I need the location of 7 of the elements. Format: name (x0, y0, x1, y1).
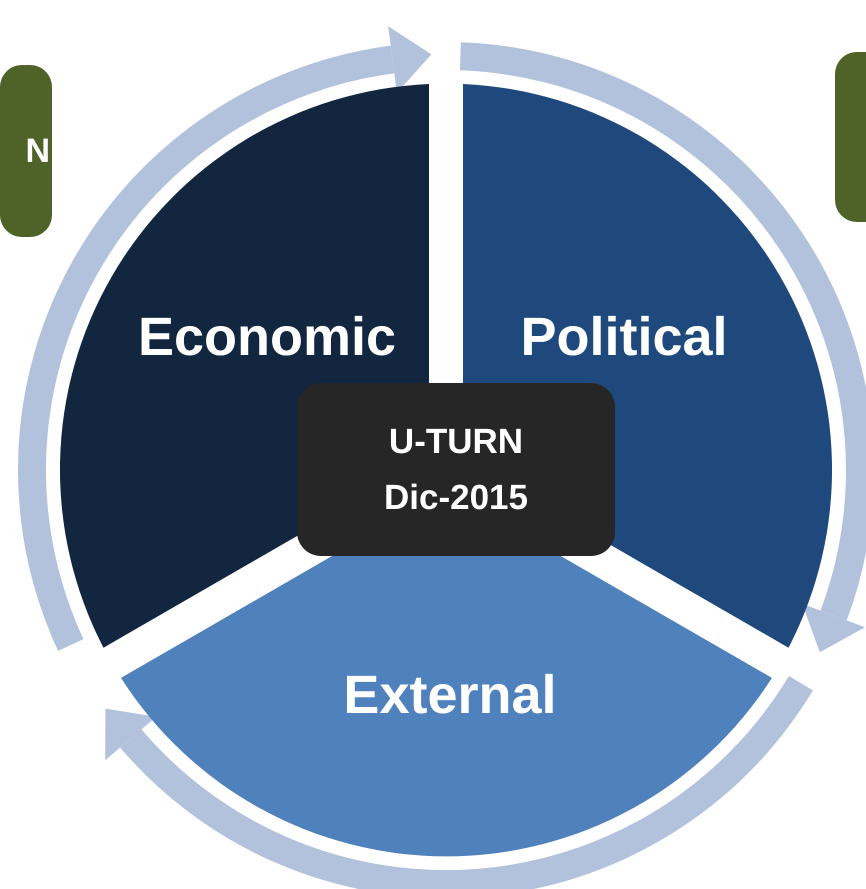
segment-label: Political (520, 306, 728, 368)
center-label: U-TURN Dic-2015 (383, 420, 529, 518)
side-box (0, 65, 52, 237)
center-box (297, 383, 615, 556)
segment-label: External (343, 664, 557, 726)
side-label: N (25, 132, 50, 170)
segment-label: Economic (138, 306, 396, 368)
